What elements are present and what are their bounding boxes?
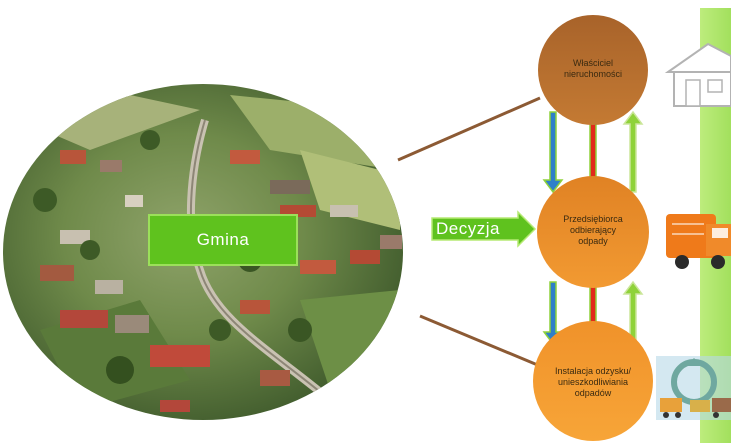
owner-circle [538, 15, 648, 125]
owner-label-line2: nieruchomości [563, 69, 623, 79]
gmina-label: Gmina [196, 230, 250, 249]
decision-arrow [431, 210, 537, 248]
company-label-line2: odbierający [569, 225, 617, 235]
owner-label: Właściciel nieruchomości [548, 58, 638, 80]
installation-label: Instalacja odzysku/ unieszkodliwiania od… [538, 366, 648, 399]
installation-label-line3: odpadów [574, 388, 612, 398]
garbage-truck-icon [666, 214, 731, 269]
installation-label-line1: Instalacja odzysku/ [554, 366, 632, 376]
owner-label-line1: Właściciel [572, 58, 613, 68]
house-icon [664, 42, 731, 107]
installation-label-line2: unieszkodliwiania [557, 377, 629, 387]
connector-lines [397, 96, 541, 368]
company-circle [537, 176, 649, 288]
recycling-icon [656, 356, 731, 420]
decision-label: Decyzja [436, 219, 500, 238]
gmina-box: Gmina [148, 214, 298, 266]
company-label-line1: Przedsiębiorca [563, 214, 623, 224]
installation-circle [533, 321, 653, 441]
company-label-line3: odpady [578, 236, 608, 246]
company-label: Przedsiębiorca odbierający odpady [543, 214, 643, 247]
